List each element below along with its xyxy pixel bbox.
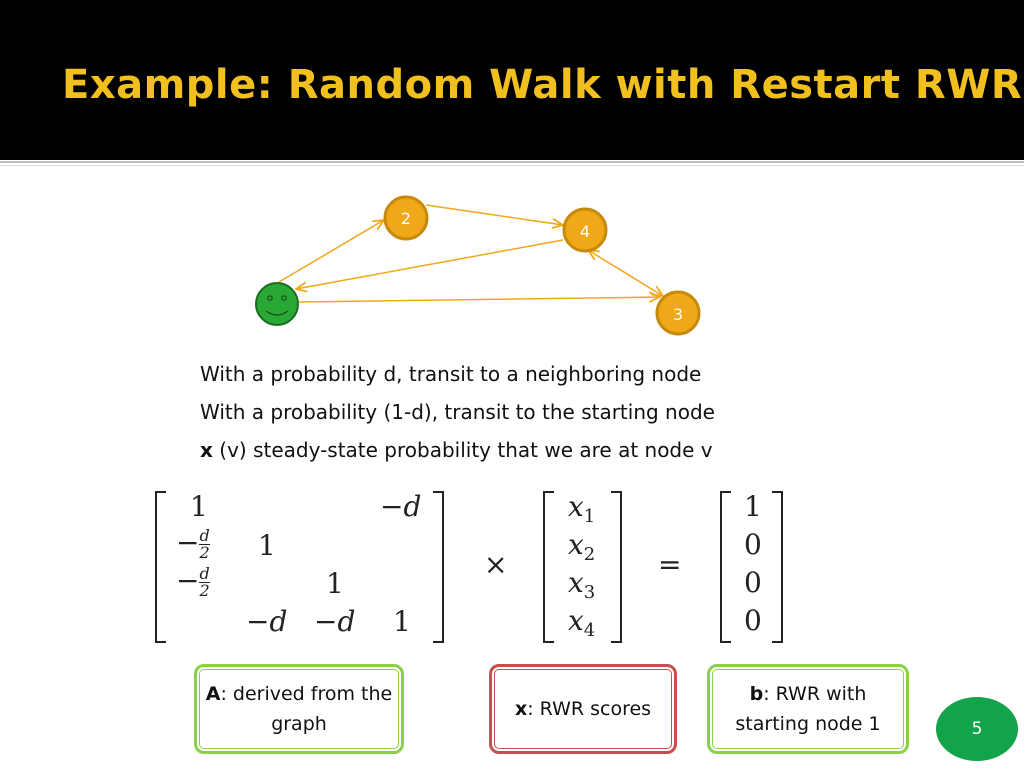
page-number-badge: 5 bbox=[936, 697, 1018, 761]
node-2-label: 2 bbox=[401, 209, 411, 228]
times-operator: × bbox=[484, 548, 508, 581]
title-divider-thin bbox=[0, 165, 1024, 166]
edge-2-4 bbox=[425, 204, 563, 225]
matrix-a-left-bracket bbox=[155, 491, 166, 643]
edge-1-2 bbox=[278, 220, 384, 283]
vector-x-entry: x1 bbox=[568, 490, 596, 527]
annotation-a: A: derived from the graph bbox=[194, 664, 404, 754]
vector-b-entry: 0 bbox=[744, 566, 762, 599]
matrix-cell: 1 bbox=[190, 490, 208, 523]
matrix-cell: −d bbox=[246, 605, 288, 638]
bullet-item: With a probability d, transit to a neigh… bbox=[200, 362, 702, 386]
node-1 bbox=[255, 282, 299, 326]
title-divider bbox=[0, 161, 1024, 163]
vector-x-entry: x2 bbox=[568, 528, 596, 565]
equals-operator: = bbox=[658, 548, 682, 581]
slide-title: Example: Random Walk with Restart RWR bbox=[62, 62, 1023, 108]
bullet-list: With a probability d, transit to a neigh… bbox=[200, 355, 715, 469]
vector-b-entry: 0 bbox=[744, 604, 762, 637]
vector-b-right-bracket bbox=[772, 491, 783, 643]
node-4-label: 4 bbox=[580, 222, 590, 241]
vector-x-left-bracket bbox=[543, 491, 554, 643]
edge-4-1 bbox=[296, 239, 564, 289]
matrix-cell: 1 bbox=[326, 567, 344, 600]
bullet-item: With a probability (1-d), transit to the… bbox=[200, 400, 715, 424]
smiley-face-icon bbox=[265, 295, 289, 316]
vector-b-entry: 1 bbox=[744, 490, 762, 523]
node-4: 4 bbox=[562, 207, 608, 253]
vector-x-entry: x4 bbox=[568, 604, 596, 641]
matrix-cell: 1 bbox=[258, 529, 276, 562]
annotation-b: b: RWR with starting node 1 bbox=[707, 664, 909, 754]
bullet-item: x (v) steady-state probability that we a… bbox=[200, 438, 713, 462]
annotation-x: x: RWR scores bbox=[489, 664, 677, 754]
node-3-label: 3 bbox=[673, 305, 683, 324]
matrix-a-right-bracket bbox=[433, 491, 444, 643]
matrix-cell: −d bbox=[314, 605, 356, 638]
matrix-cell: 1 bbox=[393, 605, 411, 638]
vector-x-right-bracket bbox=[611, 491, 622, 643]
node-2: 2 bbox=[383, 195, 429, 241]
edge-3-4 bbox=[588, 250, 663, 296]
matrix-cell: −d bbox=[380, 490, 422, 523]
edge-1-3 bbox=[298, 297, 660, 302]
node-3: 3 bbox=[655, 290, 701, 336]
vector-b-entry: 0 bbox=[744, 528, 762, 561]
vector-x-entry: x3 bbox=[568, 566, 596, 603]
vector-b-left-bracket bbox=[720, 491, 731, 643]
title-bar: Example: Random Walk with Restart RWR bbox=[0, 0, 1024, 160]
